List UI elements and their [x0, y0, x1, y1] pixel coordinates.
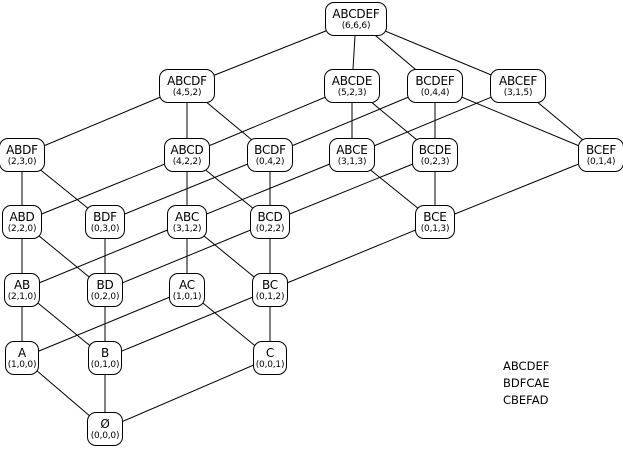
node-tuple: (3,1,3): [337, 156, 367, 167]
node-abcdef: ABCDEF(6,6,6): [325, 2, 387, 36]
node-tuple: (0,2,3): [420, 156, 450, 167]
node-bcde: BCDE(0,2,3): [412, 138, 458, 172]
node-label: C: [265, 345, 275, 360]
node-label: B: [100, 345, 110, 360]
node-abcdf: ABCDF(4,5,2): [159, 69, 215, 103]
node-bcd: BCD(0,2,2): [250, 205, 290, 239]
node-abcef: ABCEF(3,1,5): [490, 69, 546, 103]
order-line: BDFCAE: [503, 376, 550, 390]
node-label: Ø: [100, 416, 110, 431]
node-label: ABC: [174, 209, 199, 224]
node-label: BCE: [423, 209, 447, 224]
node-label: ABD: [9, 209, 35, 224]
node-abdf: ABDF(2,3,0): [0, 138, 45, 172]
node-label: BDF: [93, 209, 117, 224]
node-label: BCDE: [418, 142, 452, 157]
edge-bcd-bd: [104, 221, 271, 291]
node-label: BCEF: [585, 142, 617, 157]
node-tuple: (3,1,5): [503, 87, 533, 98]
node-label: AB: [13, 277, 31, 292]
node-tuple: (0,1,3): [420, 223, 450, 234]
node-bc: BC(0,1,2): [252, 273, 288, 307]
edge-abc-ab: [21, 221, 188, 291]
node-abcde: ABCDE(5,2,3): [324, 69, 380, 103]
node-tuple: (4,2,2): [172, 156, 202, 167]
node-ab: AB(2,1,0): [4, 273, 40, 307]
node-label: ABCDF: [167, 73, 207, 88]
node-ac: AC(1,0,1): [169, 273, 205, 307]
node-c: C(0,0,1): [253, 341, 287, 375]
node-bcef: BCEF(0,1,4): [578, 138, 623, 172]
node-tuple: (0,1,2): [255, 291, 285, 302]
edge-bcef-bce: [434, 154, 602, 223]
node-label: ABCEF: [498, 73, 538, 88]
node-tuple: (0,0,1): [255, 359, 285, 370]
node-label: A: [17, 345, 26, 360]
node-label: ABDF: [6, 142, 38, 157]
node-tuple: (1,0,1): [172, 291, 202, 302]
edge-bce-bc: [269, 221, 436, 291]
order-line: CBEFAD: [503, 393, 549, 407]
node-tuple: (3,1,2): [172, 223, 202, 234]
node-abcd: ABCD(4,2,2): [164, 138, 210, 172]
node-label: BD: [96, 277, 114, 292]
node-tuple: (0,1,0): [90, 359, 120, 370]
edge-bc-b: [104, 289, 271, 359]
edge-abce-abc: [186, 154, 353, 223]
edge-ac-a: [21, 289, 188, 359]
node-tuple: (0,1,4): [586, 156, 616, 167]
node-tuple: (5,2,3): [337, 87, 367, 98]
node-tuple: (0,4,4): [420, 87, 450, 98]
node-empty: Ø(0,0,0): [87, 412, 123, 446]
node-bcdef: BCDEF(0,4,4): [407, 69, 463, 103]
node-tuple: (2,3,0): [7, 156, 37, 167]
node-label: BCDEF: [415, 73, 455, 88]
edge-bcdf-bdf: [104, 154, 271, 223]
node-tuple: (6,6,6): [341, 20, 371, 31]
orders-list: ABCDEF BDFCAE CBEFAD: [503, 358, 550, 409]
node-b: B(0,1,0): [88, 341, 122, 375]
node-bd: BD(0,2,0): [87, 273, 123, 307]
node-abc: ABC(3,1,2): [167, 205, 207, 239]
node-label: ABCD: [170, 142, 204, 157]
node-label: ABCDE: [331, 73, 373, 88]
edge-bcde-bcd: [269, 154, 436, 223]
node-bcdf: BCDF(0,4,2): [247, 138, 293, 172]
node-abce: ABCE(3,1,3): [329, 138, 375, 172]
node-tuple: (2,1,0): [7, 291, 37, 302]
order-line: ABCDEF: [503, 359, 550, 373]
node-tuple: (0,4,2): [255, 156, 285, 167]
node-label: AC: [179, 277, 195, 292]
edge-abcd-abd: [21, 154, 188, 223]
node-tuple: (2,2,0): [7, 223, 37, 234]
node-a: A(1,0,0): [5, 341, 39, 375]
edge-c-empty: [104, 357, 271, 430]
node-bce: BCE(0,1,3): [415, 205, 455, 239]
node-label: ABCE: [336, 142, 368, 157]
node-tuple: (0,3,0): [90, 223, 120, 234]
node-label: BCDF: [254, 142, 286, 157]
node-tuple: (0,0,0): [90, 430, 120, 441]
node-tuple: (1,0,0): [7, 359, 37, 370]
node-bdf: BDF(0,3,0): [85, 205, 125, 239]
node-label: BC: [261, 277, 278, 292]
node-label: BCD: [257, 209, 283, 224]
edge-bcdef-bcef: [434, 85, 602, 156]
node-tuple: (0,2,0): [90, 291, 120, 302]
node-abd: ABD(2,2,0): [2, 205, 42, 239]
node-tuple: (0,2,2): [255, 223, 285, 234]
node-tuple: (4,5,2): [172, 87, 202, 98]
node-label: ABCDEF: [332, 6, 380, 21]
